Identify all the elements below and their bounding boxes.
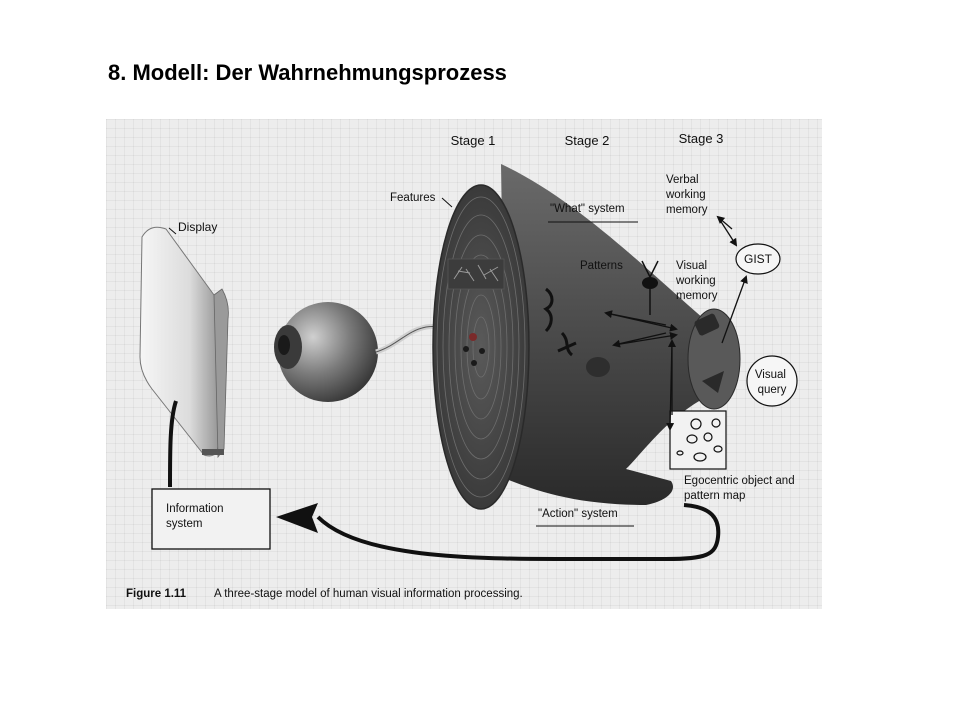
- figure-caption-number: Figure 1.11: [126, 588, 187, 600]
- action-loop-line: [316, 503, 721, 561]
- patterns-label: Patterns: [580, 260, 623, 272]
- stage-3-label: Stage 3: [679, 131, 724, 146]
- what-system-label: "What" system: [550, 203, 625, 215]
- action-loop-arrowhead: [276, 503, 318, 533]
- verbal-working-memory-label: Verbal working memory: [665, 174, 709, 216]
- gist-label: GIST: [744, 252, 773, 266]
- egocentric-map-label: Egocentric object and pattern map: [684, 475, 798, 502]
- figure-caption-text: A three-stage model of human visual info…: [214, 588, 523, 600]
- display-label: Display: [178, 220, 217, 234]
- slide-title: 8. Modell: Der Wahrnehmungsprozess: [108, 60, 507, 85]
- flow-arrows: [604, 215, 748, 431]
- visual-working-memory-label: Visual working memory: [675, 260, 719, 302]
- gist-oval: [735, 243, 781, 275]
- eyeball: [274, 302, 456, 402]
- display-pointer: [168, 227, 177, 235]
- information-system-box: [151, 488, 271, 550]
- egocentric-map-box: [669, 410, 727, 470]
- stage-1-label: Stage 1: [451, 133, 496, 148]
- action-system-label: "Action" system: [538, 508, 618, 520]
- features-label: Features: [390, 192, 436, 204]
- visual-query-label: Visual query: [755, 369, 789, 396]
- stage-2-label: Stage 2: [565, 133, 610, 148]
- diagram-canvas: Display: [126, 131, 798, 600]
- features-pointer: [441, 197, 453, 208]
- visual-query-circle: [746, 355, 798, 407]
- information-system-label: Information system: [166, 503, 227, 530]
- figure-visual-processing-model: Display: [106, 119, 822, 609]
- display-monitor: [139, 226, 229, 488]
- features-disc: [432, 184, 530, 510]
